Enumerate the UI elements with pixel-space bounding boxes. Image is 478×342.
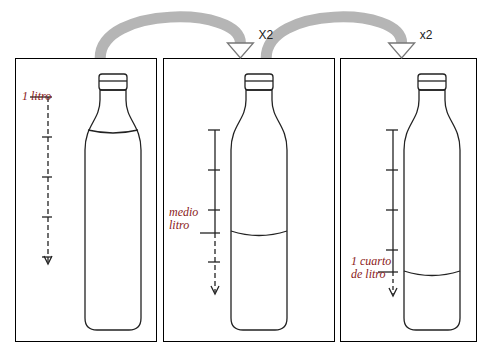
measure-scale [200, 130, 220, 294]
bottle [231, 74, 287, 330]
volume-label: medio litro [169, 206, 215, 232]
multiply-arrow [100, 17, 253, 58]
bottle-panel: 1 cuarto de litro [340, 58, 477, 342]
edge-label: x2 [420, 28, 433, 42]
bottle-panel: 1 litro [15, 58, 157, 342]
bottle-panel: medio litro [163, 58, 335, 342]
multiply-arrow [266, 17, 414, 58]
edge-label: X2 [258, 28, 273, 42]
bottle [85, 74, 141, 330]
volume-label: 1 cuarto de litro [351, 255, 403, 281]
bottle [404, 74, 460, 330]
volume-label: 1 litro [22, 90, 82, 103]
measure-scale [30, 97, 52, 264]
